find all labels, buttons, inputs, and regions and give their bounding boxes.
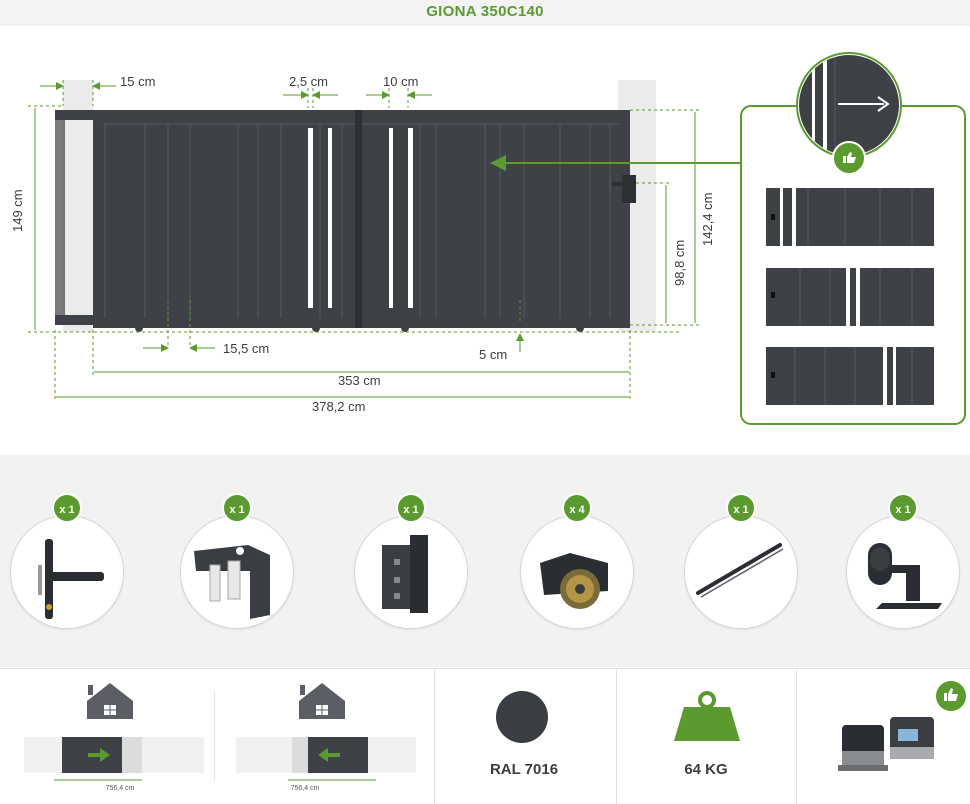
- dim-edge-offset: 15,5 cm: [223, 341, 269, 356]
- accessory-rail: x 1: [684, 493, 798, 629]
- dim-total-width: 378,2 cm: [312, 399, 365, 414]
- dim-stripe-gap: 2,5 cm: [289, 74, 328, 89]
- lock-box: [622, 175, 636, 203]
- rail-icon: [696, 543, 784, 598]
- title-bar: [0, 0, 970, 26]
- left-width-label: 756,4 cm: [105, 785, 135, 792]
- ral-label: RAL 7016: [489, 761, 559, 778]
- guide-roller-icon: [194, 545, 270, 619]
- accessory-wheels: x 4: [520, 493, 634, 629]
- dim-ground-clearance: 5 cm: [479, 347, 507, 362]
- accessories-band: [0, 455, 970, 667]
- right-width-label: 756,4 cm: [290, 785, 320, 792]
- house-icon: [299, 683, 345, 719]
- gate-diagram: 15 cm 2,5 cm 10 cm 149 cm 142,4 cm 98,8 …: [10, 52, 966, 425]
- dim-panel-height: 142,4 cm: [700, 193, 715, 246]
- gate-leaves: [93, 110, 636, 332]
- qty-badge: x 4: [562, 493, 592, 523]
- gate-right-leaf: [362, 110, 630, 328]
- accessory-door-handle: x 1: [10, 493, 124, 629]
- thumbs-up-glyph: [944, 688, 958, 701]
- weight-icon: [674, 691, 740, 741]
- info-band: 756,4 cm 756,4 cm RAL 7016 64 KG: [0, 668, 970, 804]
- left-post: [63, 80, 93, 332]
- qty-badge: x 1: [396, 493, 426, 523]
- motor-icon: [838, 717, 934, 771]
- stripe-variant-2: [766, 268, 934, 326]
- end-stop-icon: [868, 543, 942, 609]
- latch-bracket-icon: [382, 535, 428, 613]
- qty-badge: x 1: [52, 493, 82, 523]
- door-handle-icon: [38, 539, 104, 619]
- dim-stripe-width: 10 cm: [383, 74, 418, 89]
- product-title: GIONA 350C140: [426, 3, 544, 20]
- house-icon: [87, 683, 133, 719]
- color-swatch: [496, 691, 548, 743]
- dim-opening-width: 353 cm: [338, 373, 381, 388]
- stripe-variant-1: [766, 188, 934, 246]
- dim-post-width: 15 cm: [120, 74, 155, 89]
- weight-label: 64 KG: [684, 761, 728, 778]
- qty-badge: x 1: [888, 493, 918, 523]
- opening-left-diagram: [24, 683, 204, 781]
- gate-left-leaf: [93, 110, 355, 328]
- stripe-variant-3: [766, 347, 934, 405]
- detail-callout: [740, 52, 966, 425]
- qty-badge: x 1: [726, 493, 756, 523]
- accessory-end-stop: x 1: [846, 493, 960, 629]
- accessory-latch-bracket: x 1: [354, 493, 468, 629]
- wheel-icon: [540, 553, 608, 609]
- qty-badge: x 1: [222, 493, 252, 523]
- opening-right-diagram: [236, 683, 416, 781]
- dim-handle-height: 98,8 cm: [672, 240, 687, 286]
- accessory-guide-roller: x 1: [180, 493, 294, 629]
- dim-total-height: 149 cm: [10, 189, 25, 232]
